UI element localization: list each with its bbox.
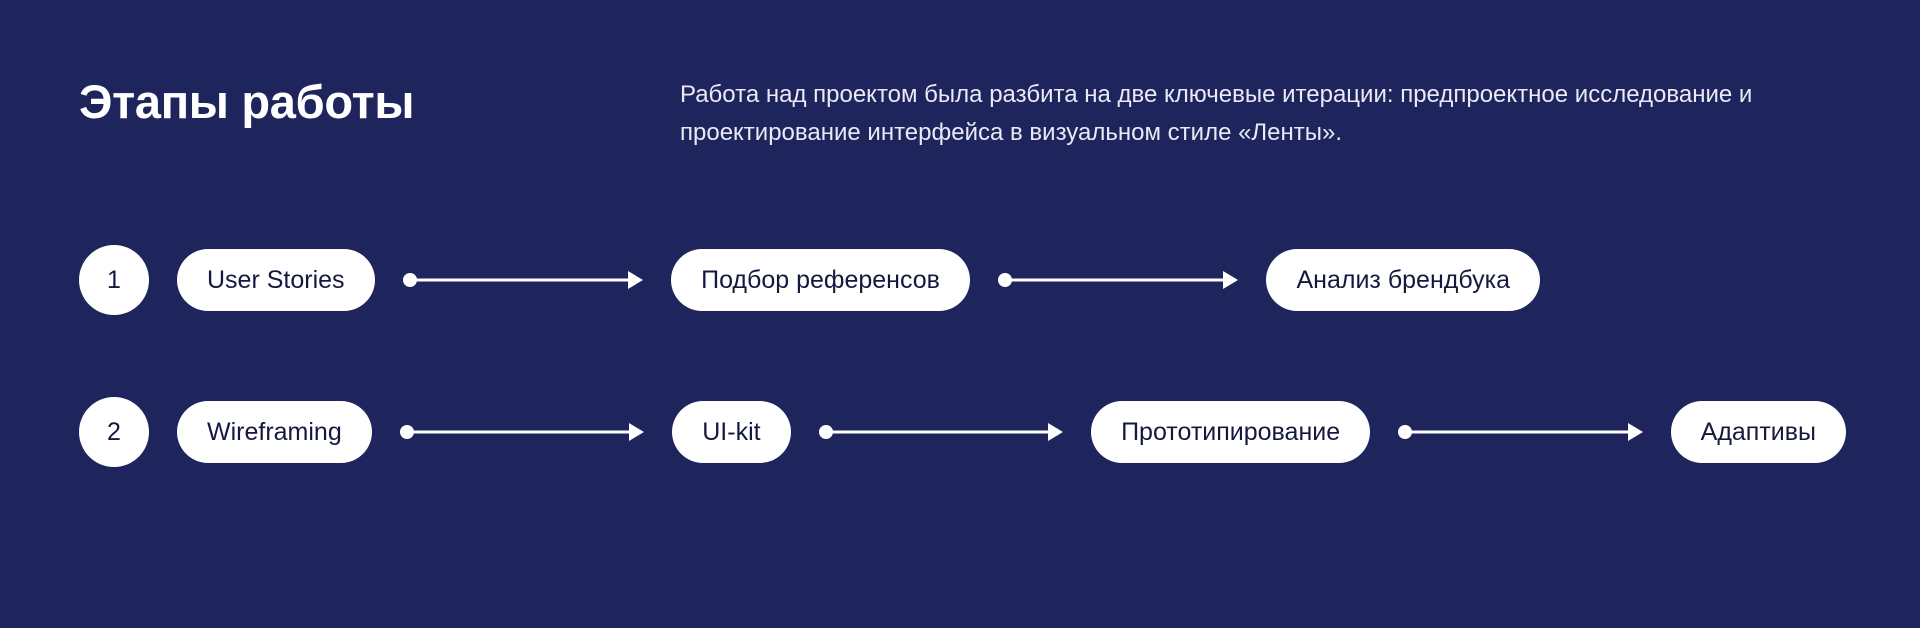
dot-icon	[402, 273, 417, 287]
flow-step-user-stories[interactable]: User Stories	[177, 249, 375, 311]
dot-icon	[997, 273, 1012, 287]
flow-row-1: 1 User Stories Подбор референсов Анализ …	[0, 245, 1920, 315]
header-section: Этапы работы Работа над проектом была ра…	[0, 0, 1920, 190]
arrow-right-icon	[629, 423, 645, 441]
step-number-1: 1	[79, 245, 149, 315]
arrow-right-icon	[1627, 423, 1643, 441]
arrow-right-icon	[1223, 271, 1239, 289]
arrow-shaft	[826, 430, 1051, 434]
arrow-right-icon	[1048, 423, 1064, 441]
intro-description: Работа над проектом была разбита на две …	[680, 81, 1753, 146]
flow-row-2: 2 Wireframing UI-kit Прототипирование Ад…	[0, 397, 1920, 467]
connector-arrow	[818, 421, 1064, 443]
arrow-right-icon	[628, 271, 644, 289]
arrow-shaft	[1406, 430, 1630, 434]
step-number-2: 2	[79, 397, 149, 467]
dot-icon	[399, 425, 414, 439]
arrow-shaft	[410, 278, 631, 282]
connector-arrow	[997, 269, 1239, 291]
dot-icon	[818, 425, 833, 439]
flow-step-ui-kit[interactable]: UI-kit	[672, 401, 791, 463]
flow-step-prototipirovanie[interactable]: Прототипирование	[1091, 401, 1371, 463]
connector-arrow	[1398, 421, 1643, 443]
dot-icon	[1398, 425, 1413, 439]
page-title: Этапы работы	[79, 75, 415, 128]
flow-step-adaptivy[interactable]: Адаптивы	[1670, 401, 1847, 463]
flow-step-wireframing[interactable]: Wireframing	[177, 401, 372, 463]
arrow-shaft	[1005, 278, 1226, 282]
flow-step-analiz-brendbuka[interactable]: Анализ брендбука	[1266, 249, 1541, 311]
connector-arrow	[399, 421, 645, 443]
arrow-shaft	[407, 430, 632, 434]
flow-step-podbor-referensov[interactable]: Подбор референсов	[671, 249, 970, 311]
connector-arrow	[402, 269, 644, 291]
